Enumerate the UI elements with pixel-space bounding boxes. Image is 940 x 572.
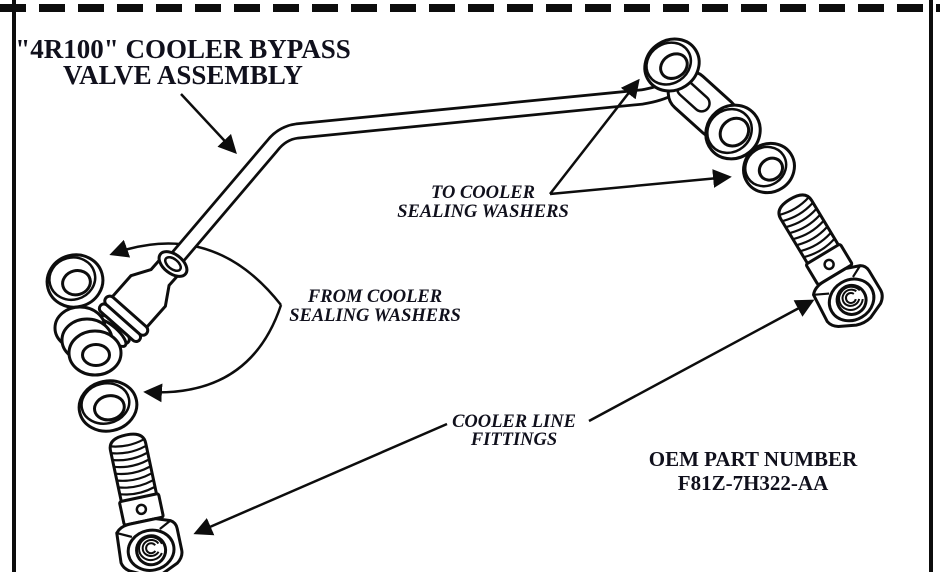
label-cooler-line-line2: FITTINGS xyxy=(470,430,557,450)
sealing-washer-top-left xyxy=(45,253,105,309)
sealing-washer-top-right xyxy=(643,37,701,93)
sealing-washer-bottom-left xyxy=(77,379,139,433)
banjo-fitting xyxy=(666,69,762,161)
cooler-line-arrow-right xyxy=(588,299,815,423)
label-cooler-line-line1: COOLER LINE xyxy=(452,412,576,432)
from-cooler-arc-lower xyxy=(143,304,283,403)
label-to-cooler-line2: SEALING WASHERS xyxy=(397,202,569,222)
label-to-cooler-line1: TO COOLER xyxy=(431,183,535,203)
title-arrow xyxy=(180,93,237,155)
to-cooler-arrow-upper xyxy=(549,78,640,195)
tube-ferrule xyxy=(157,250,189,278)
cooler-line-fitting-left xyxy=(108,432,184,572)
from-cooler-arc-upper xyxy=(109,239,282,306)
bypass-tube xyxy=(161,79,680,275)
label-from-cooler-line1: FROM COOLER xyxy=(307,287,442,307)
cooler-line-arrow-left xyxy=(193,422,448,536)
to-cooler-arrow-lower xyxy=(549,169,732,196)
diagram-title-line1: "4R100" COOLER BYPASS xyxy=(15,34,351,64)
sealing-washer-stack xyxy=(53,305,123,377)
diagram-title-line2: VALVE ASSEMBLY xyxy=(63,60,303,90)
sealing-washer-right xyxy=(742,141,796,195)
cooler-line-fitting-right xyxy=(777,193,884,329)
label-from-cooler-line2: SEALING WASHERS xyxy=(289,306,461,326)
label-oem-part-number-line1: OEM PART NUMBER xyxy=(649,447,858,471)
label-oem-part-number-line2: F81Z-7H322-AA xyxy=(678,471,829,495)
